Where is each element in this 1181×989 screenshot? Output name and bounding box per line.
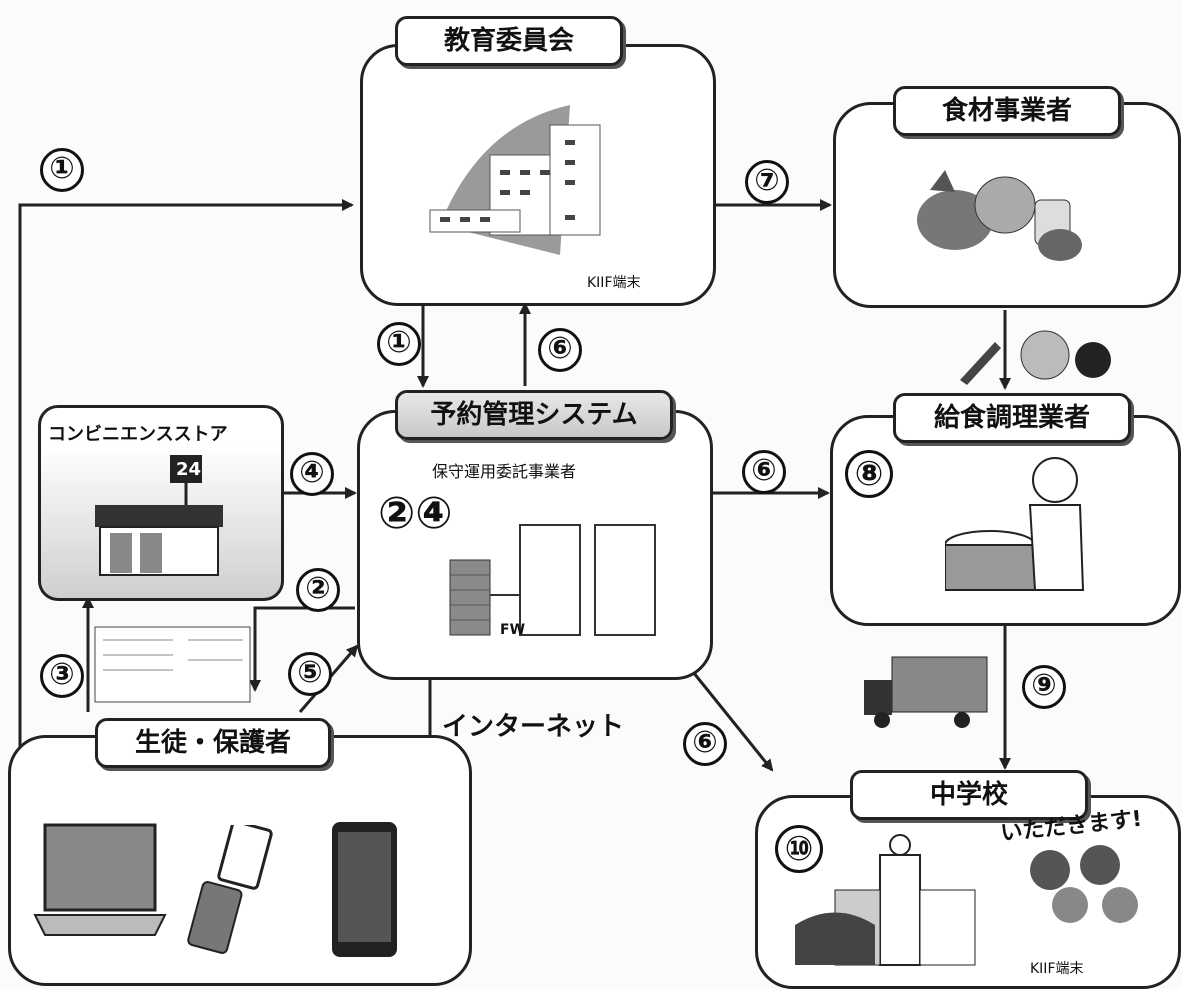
reservation-title: 予約管理システム bbox=[395, 390, 673, 440]
internet-label: インターネット bbox=[442, 712, 625, 742]
convenience-24-sign: 24 bbox=[176, 459, 202, 480]
edge-label-9: ⑨ bbox=[1022, 665, 1066, 709]
school-terminal-label: KIIF端末 bbox=[1030, 961, 1084, 977]
step-10-badge: ⑩ bbox=[775, 825, 823, 873]
edge-label-1-mid: ① bbox=[377, 322, 421, 366]
firewall-label: FW bbox=[500, 622, 526, 638]
reservation-subtitle: 保守運用委託事業者 bbox=[432, 462, 577, 481]
smartphone-icon bbox=[332, 822, 397, 957]
students-title: 生徒・保護者 bbox=[95, 718, 331, 768]
board-terminal-label: KIIF端末 bbox=[587, 275, 641, 291]
edge-label-3: ③ bbox=[40, 654, 84, 698]
edge-label-6-down: ⑥ bbox=[683, 722, 727, 766]
city-building-icon bbox=[429, 105, 601, 255]
convenience-store-icon bbox=[95, 455, 223, 576]
vegetables-icon bbox=[917, 170, 1082, 261]
school-title: 中学校 bbox=[850, 770, 1088, 820]
server-firewall-icon bbox=[449, 524, 656, 636]
board-title: 教育委員会 bbox=[395, 16, 623, 66]
edge-label-1-top: ① bbox=[40, 148, 84, 192]
delivery-truck-icon bbox=[864, 656, 988, 728]
edge-label-7: ⑦ bbox=[745, 160, 789, 204]
convenience-title: コンビニエンスストア bbox=[48, 424, 228, 445]
edge-label-2: ② bbox=[296, 568, 340, 612]
cook-icon bbox=[945, 457, 1085, 591]
children-icon bbox=[1030, 845, 1138, 923]
food-supplier-title: 食材事業者 bbox=[893, 86, 1121, 136]
edge-label-6-up: ⑥ bbox=[538, 328, 582, 372]
edge-label-5: ⑤ bbox=[288, 652, 332, 696]
caterer-title: 給食調理業者 bbox=[893, 393, 1131, 443]
edge-label-6-right: ⑥ bbox=[742, 450, 786, 494]
step-8-badge: ⑧ bbox=[845, 450, 893, 498]
produce-icons bbox=[960, 330, 1111, 385]
edge-label-4: ④ bbox=[290, 452, 334, 496]
edge-students-to-board bbox=[18, 199, 354, 820]
school-building-icon bbox=[795, 834, 976, 966]
payment-slip-icon bbox=[94, 626, 251, 703]
reservation-steps: ②④ bbox=[378, 488, 453, 539]
edge-reservation-to-school bbox=[683, 661, 774, 772]
flip-phone-icon bbox=[187, 825, 273, 954]
laptop-icon bbox=[33, 823, 167, 936]
